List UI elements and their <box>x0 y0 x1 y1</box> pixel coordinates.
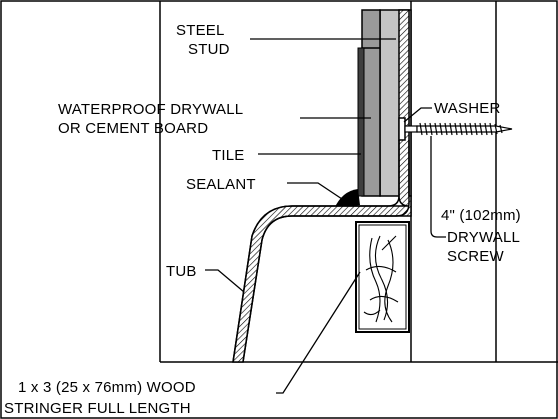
label-screw-line3: SCREW <box>447 248 504 265</box>
tub-inner-edge <box>242 140 410 363</box>
label-washer: WASHER <box>434 100 500 117</box>
label-drywall-line2: OR CEMENT BOARD <box>58 120 208 137</box>
label-steel-stud-line1: STEEL <box>176 22 225 39</box>
label-screw-line1: 4" (102mm) <box>441 207 521 224</box>
label-stringer-line1: 1 x 3 (25 x 76mm) WOOD <box>18 379 196 396</box>
leader-lines <box>205 38 446 394</box>
tub-outer-edge <box>232 140 400 363</box>
wood-stringer <box>355 221 410 333</box>
label-sealant: SEALANT <box>186 176 256 193</box>
label-screw-line2: DRYWALL <box>447 229 520 246</box>
drywall-screw <box>404 122 513 136</box>
drywall-board <box>361 9 381 197</box>
label-tile: TILE <box>212 147 244 164</box>
labels: STEEL STUD WATERPROOF DRYWALL OR CEMENT … <box>4 22 521 417</box>
label-stringer-line2: STRINGER FULL LENGTH <box>4 400 191 417</box>
tile <box>357 47 365 197</box>
label-drywall-line1: WATERPROOF DRYWALL <box>58 101 243 118</box>
sealant-bead <box>334 189 360 209</box>
label-tub: TUB <box>166 263 197 280</box>
label-steel-stud-line2: STUD <box>188 41 230 58</box>
